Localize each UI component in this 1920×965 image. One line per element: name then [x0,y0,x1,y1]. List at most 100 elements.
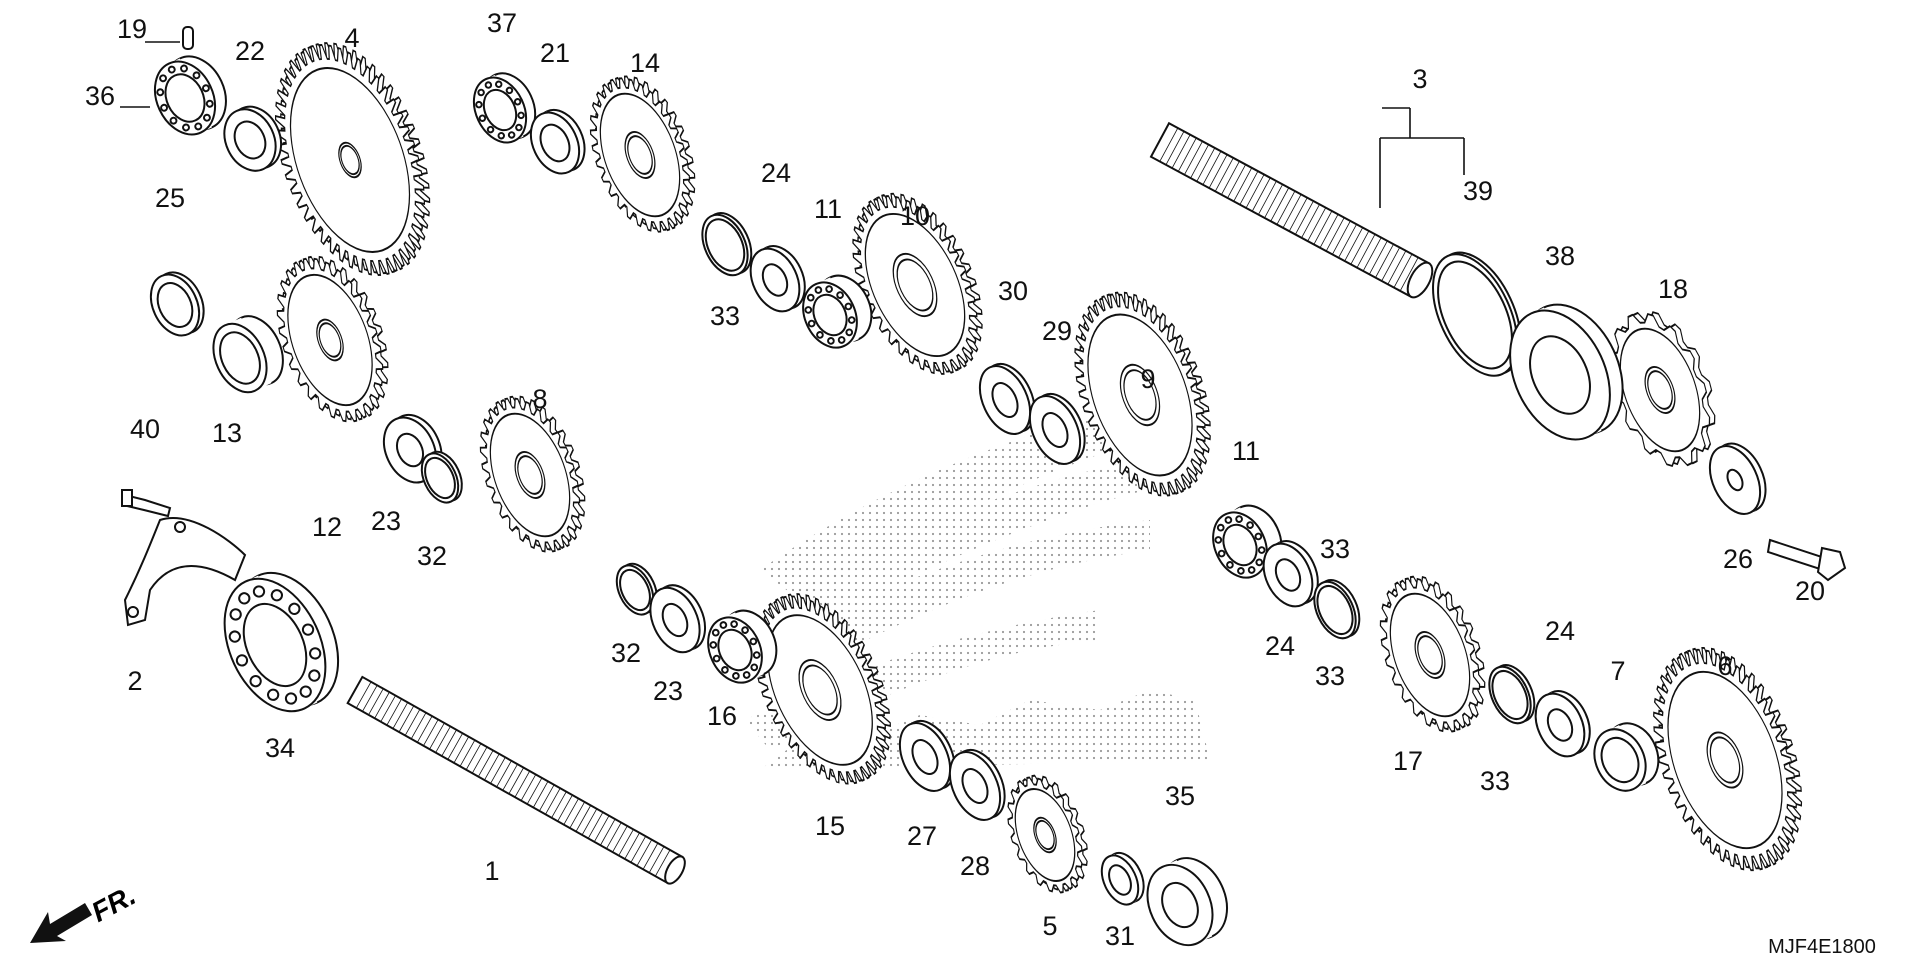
bearing-35 [1146,857,1228,947]
callout-label: 24 [1265,631,1295,661]
washer-21 [529,109,586,175]
gear-15 [754,593,891,785]
countershaft-3 [1149,121,1434,299]
bearing-37 [472,72,537,144]
gear-8 [479,395,586,553]
callout-label: 24 [761,158,791,188]
callout-label: 8 [532,384,547,414]
bolt-20 [1766,538,1847,582]
callout-label: 13 [212,418,242,448]
callout-label: 4 [344,23,359,53]
callout-label: 15 [815,811,845,841]
callout-label: 2 [127,666,142,696]
callout-label: 1 [484,856,499,886]
gear-14 [589,75,696,233]
callout-label: 16 [707,701,737,731]
callout-label: 31 [1105,921,1135,951]
callout-label: 33 [1315,661,1345,691]
callout-label: 34 [265,733,295,763]
callout-label: 23 [371,506,401,536]
washer-22 [223,105,283,172]
callout-label: 27 [907,821,937,851]
washer-27 [898,719,956,792]
callout-label: 12 [312,512,342,542]
callout-label: 5 [1042,911,1057,941]
callout-label: 7 [1610,656,1625,686]
callout-label: 11 [814,194,842,224]
gear-9 [1074,291,1211,497]
bearing-34 [223,571,340,713]
bearing-36 [153,55,227,136]
callout-label: 33 [710,301,740,331]
callout-label: 26 [1723,544,1753,574]
callout-label: 6 [1717,651,1732,681]
washer-29 [1028,392,1086,465]
callout-label: 20 [1795,576,1825,606]
washer-24c [1534,690,1591,758]
collar-38 [1509,303,1624,441]
forward-arrow-icon [30,903,92,943]
gear-17 [1379,575,1486,733]
callout-label: 17 [1393,746,1423,776]
callout-label: 33 [1480,766,1510,796]
gear-10 [852,192,983,375]
circlip-33b [1313,579,1361,640]
gear-6 [1653,646,1803,872]
callout-label: 24 [1545,616,1575,646]
circlip-33a [701,212,753,277]
washer-31 [1100,851,1145,906]
callout-label: 19 [117,14,147,44]
callout-label: 14 [630,48,660,78]
callout-label: 11 [1232,436,1260,466]
stopper-plate-2 [123,517,247,627]
callout-label: 39 [1463,176,1493,206]
dowel-19 [182,26,194,50]
wing-watermark [740,390,1210,770]
callout-label: 37 [487,8,517,38]
callout-label: 32 [611,638,641,668]
washer-23b [649,584,707,654]
callout-label: 18 [1658,274,1688,304]
callout-label: 21 [540,38,570,68]
mainshaft-1 [346,675,686,885]
callout-label: 40 [130,414,160,444]
bolt-40 [121,489,172,518]
bearing-16 [707,609,778,684]
washer-24b [1262,540,1319,608]
callout-label: 25 [155,183,185,213]
washer-26 [1708,442,1767,515]
callout-label: 3 [1412,64,1427,94]
washer-25 [149,271,205,337]
callout-label: 30 [998,276,1028,306]
callout-label: 29 [1042,316,1072,346]
gear-5 [1007,774,1088,894]
diagram-code: MJF4E1800 [1768,936,1876,958]
circlip-39 [1432,251,1522,377]
washer-30 [978,362,1036,435]
callout-label: 33 [1320,534,1350,564]
callout-label: 9 [1140,364,1155,394]
circlip-32b [615,562,658,616]
collar-7 [1593,722,1660,792]
sprocket-18 [1609,311,1716,467]
callout-label: 23 [653,676,683,706]
circlip-32a [420,450,463,504]
leader-lines [120,41,1465,208]
callout-label: 36 [85,81,115,111]
gear-12 [276,255,389,423]
circlip-33c [1488,664,1536,725]
callout-label: 32 [417,541,447,571]
callout-label: 28 [960,851,990,881]
callout-label: 10 [900,201,930,231]
callout-label: 35 [1165,781,1195,811]
callout-label: 38 [1545,241,1575,271]
direction-indicator: FR. [30,879,141,943]
bushing-13 [212,315,284,394]
washer-24a [749,245,806,313]
bearing-11a [802,274,873,349]
gear-4 [274,42,431,276]
callout-label: 22 [235,36,265,66]
direction-label: FR. [86,879,140,928]
